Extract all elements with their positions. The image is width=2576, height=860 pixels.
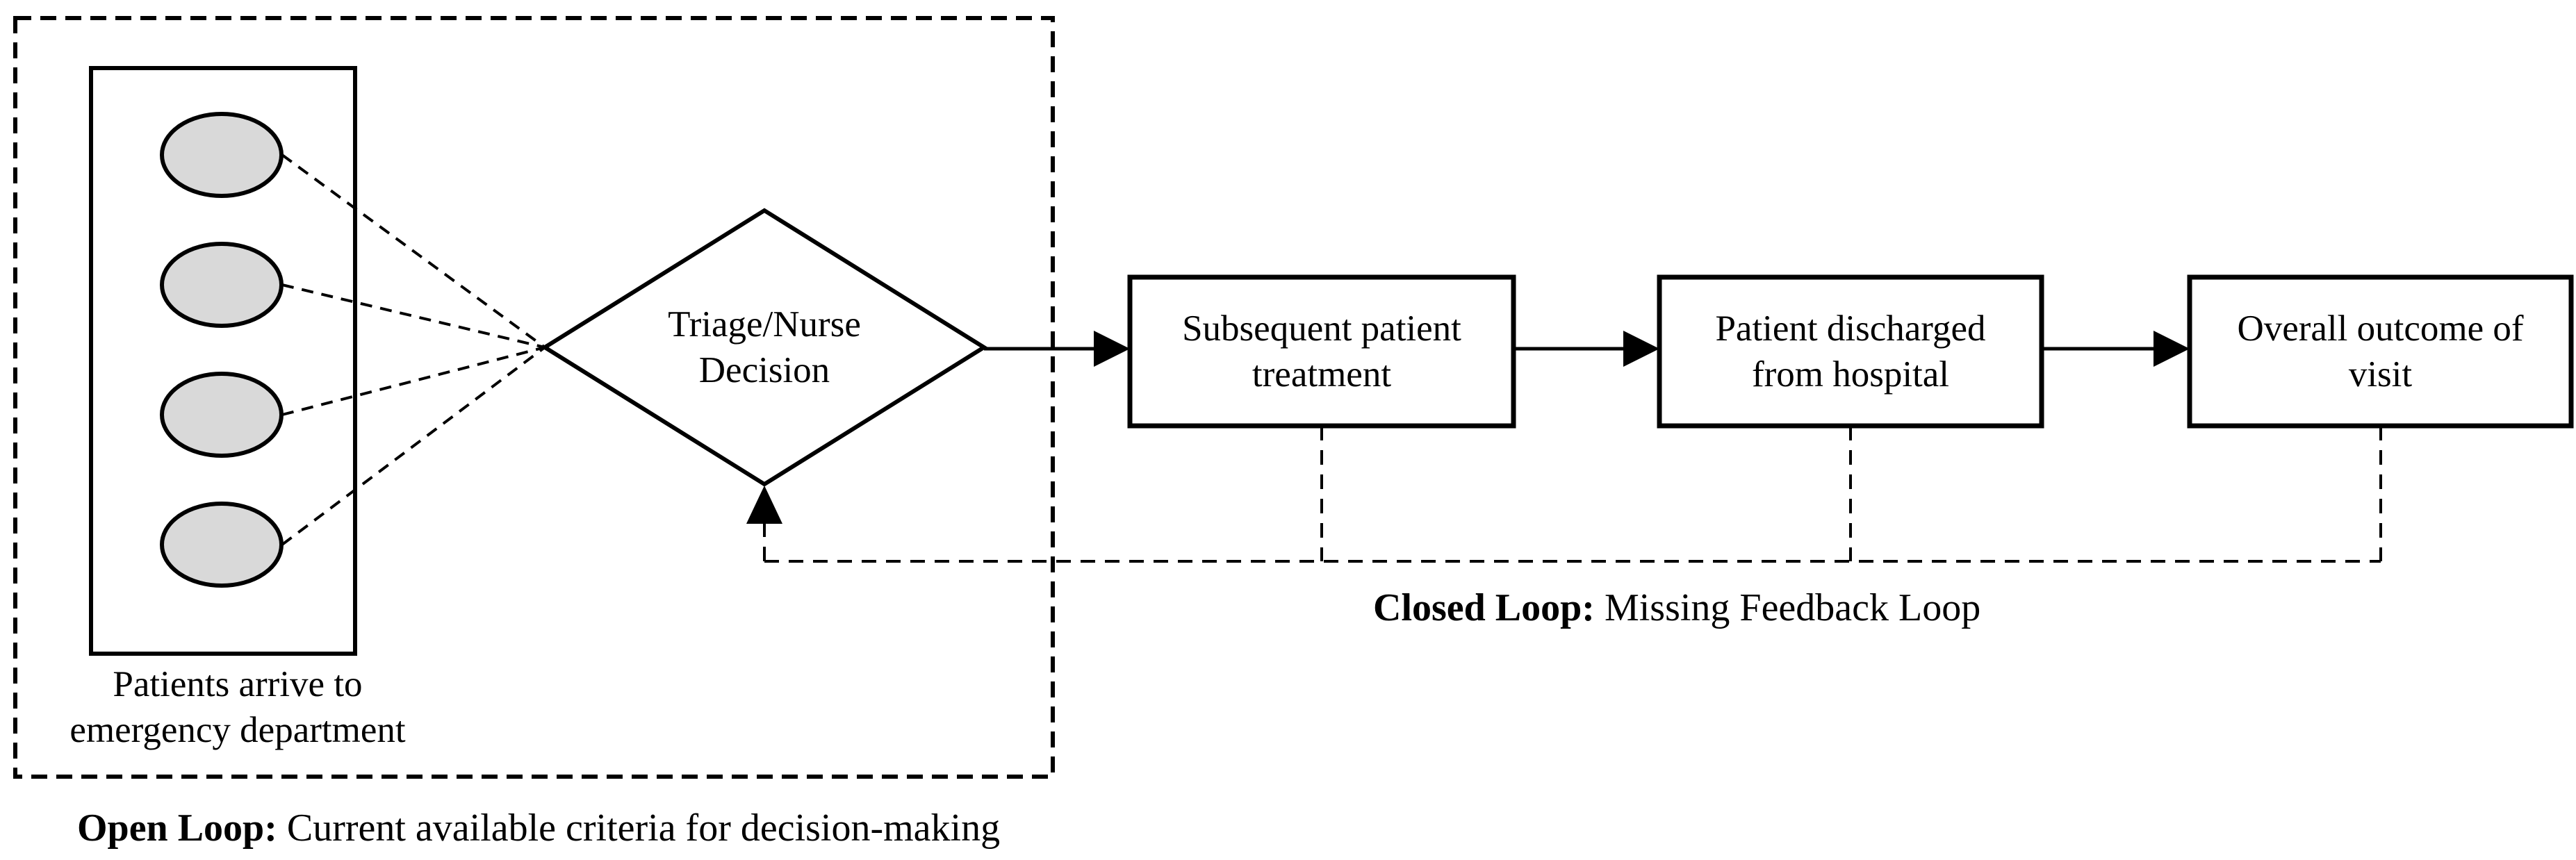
patient-triage-dashed-line [281, 283, 545, 349]
patient-triage-dashed-line [281, 346, 546, 546]
patient-ellipses-group [160, 112, 284, 588]
patient-discharged-label: Patient discharged from hospital [1715, 308, 1986, 395]
arrowhead-icon [1623, 331, 1659, 367]
patient-icon [160, 112, 284, 198]
overall-outcome-label: Overall outcome of visit [2237, 308, 2524, 395]
open-loop-dashed-boundary [13, 16, 1055, 779]
feedback-arrowhead-icon [746, 486, 782, 524]
arrowhead-icon [1094, 331, 1130, 367]
flow-arrow-treatment-to-discharge [1513, 331, 1659, 367]
patient-icon [160, 372, 284, 458]
patient-icon [160, 242, 284, 328]
patient-triage-dashed-line [281, 154, 546, 349]
triage-decision-diamond [541, 208, 988, 487]
open-loop-caption: Open Loop: Current available criteria fo… [77, 806, 1000, 850]
open-loop-caption-text: Current available criteria for decision-… [286, 807, 1001, 850]
open-loop-caption-prefix: Open Loop: [77, 807, 277, 850]
triage-decision-label: Triage/Nurse Decision [668, 304, 861, 390]
closed-loop-caption-text: Missing Feedback Loop [1604, 586, 1981, 629]
feedback-loop-dashed-path [746, 426, 2382, 563]
overall-outcome-box [2187, 274, 2574, 429]
patient-to-triage-dashed-lines [281, 154, 546, 546]
arrowhead-icon [2153, 331, 2190, 367]
patients-arrive-label: Patients arrive to emergency department [69, 664, 406, 750]
patient-icon [160, 502, 284, 588]
subsequent-treatment-label: Subsequent patient treatment [1182, 308, 1461, 395]
flow-arrow-discharge-to-outcome [2042, 331, 2190, 367]
flow-arrow-diamond-to-treatment [984, 331, 1130, 367]
patient-triage-dashed-line [281, 346, 545, 416]
closed-loop-caption-prefix: Closed Loop: [1373, 586, 1595, 629]
closed-loop-caption: Closed Loop: Missing Feedback Loop [1373, 586, 1980, 630]
subsequent-treatment-box [1127, 274, 1516, 429]
patient-discharged-box [1657, 274, 2044, 429]
